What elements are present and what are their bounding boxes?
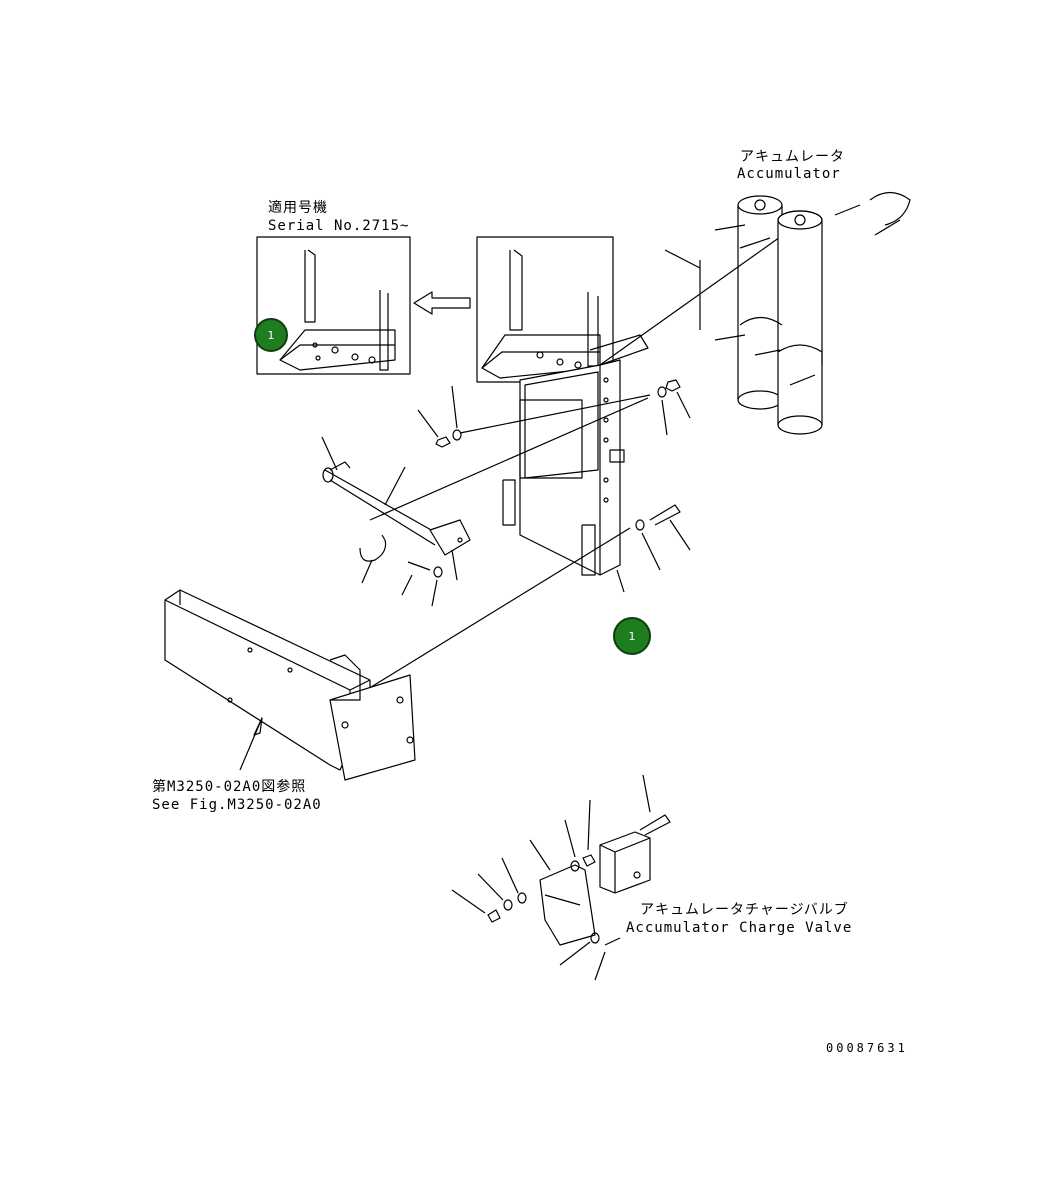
direction-arrow <box>413 291 471 315</box>
accumulator-jp-label: アキュムレータ <box>740 149 845 165</box>
charge-valve-assembly <box>451 774 671 981</box>
lower-bracket <box>164 589 416 781</box>
assembly-lines <box>349 229 791 701</box>
drawing-number: 00087631 <box>826 1041 908 1055</box>
serial-number-jp-label: 適用号機 <box>268 200 328 216</box>
serial-number-en-label: Serial No.2715~ <box>268 218 410 234</box>
charge-valve-en-label: Accumulator Charge Valve <box>626 920 853 936</box>
tube-assembly <box>321 436 471 607</box>
see-figure-en-label: See Fig.M3250-02A0 <box>152 797 322 813</box>
main-detail-box <box>476 236 614 383</box>
accumulator-en-label: Accumulator <box>737 166 841 182</box>
inset-detail-box <box>256 236 411 375</box>
charge-valve-jp-label: アキュムレータチャージバルブ <box>640 902 849 918</box>
main-frame-plate <box>502 334 649 576</box>
inset-callout-badge[interactable]: 1 <box>254 318 288 352</box>
main-callout-badge[interactable]: 1 <box>613 617 651 655</box>
fasteners-upper <box>417 379 691 593</box>
accumulator-tanks <box>714 191 911 435</box>
see-figure-jp-label: 第M3250-02A0図参照 <box>152 779 307 795</box>
